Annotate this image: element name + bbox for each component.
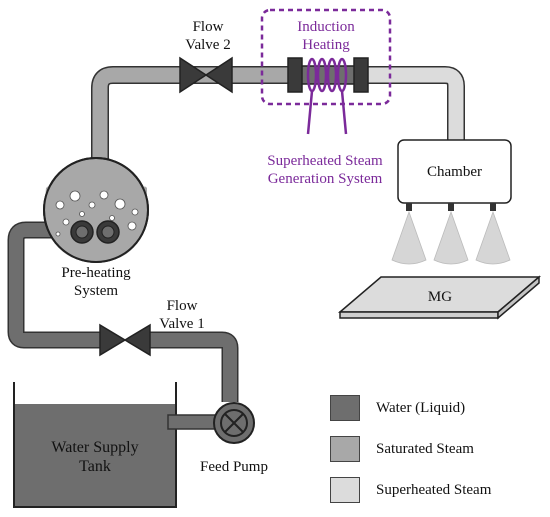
legend-label-superheated-steam: Superheated Steam (376, 481, 492, 498)
flow-valve-1-label: Flow Valve 1 (142, 297, 222, 333)
legend-swatch-superheated-steam (330, 477, 360, 503)
saturated-steam-pipe (91, 66, 290, 160)
induction-heating-outline (260, 8, 392, 106)
water-supply-tank-label-line2: Tank (79, 458, 111, 475)
water-supply-tank (13, 382, 177, 508)
flow-valve-1 (99, 323, 151, 357)
superheated-steam-generation-label-line1: Superheated Steam (267, 153, 383, 169)
induction-heating-label: Induction Heating (270, 18, 382, 54)
legend-item-saturated-steam: Saturated Steam (330, 436, 474, 462)
flow-valve-2-label-line1: Flow (192, 19, 224, 35)
liquid-pipe-pump-to-preheater (7, 221, 239, 402)
flow-valve-2-label: Flow Valve 2 (168, 18, 248, 54)
preheating-flask (43, 157, 149, 263)
legend-swatch-water (330, 395, 360, 421)
chamber (397, 139, 512, 211)
induction-heating-label-line2: Heating (302, 37, 350, 53)
superheated-steam-pipe (360, 66, 465, 140)
spray-cones (391, 210, 511, 265)
induction-heater (287, 57, 369, 135)
induction-coil-icon (306, 57, 348, 135)
legend-label-saturated-steam: Saturated Steam (376, 440, 474, 457)
superheated-steam-generation-label-line2: Generation System (267, 171, 383, 187)
superheated-steam-generation-label: Superheated Steam Generation System (240, 152, 410, 188)
liquid-pipe-tank-to-pump (167, 414, 221, 430)
flow-valve-2-label-line2: Valve 2 (185, 37, 231, 53)
heating-element-icon (70, 220, 120, 244)
legend-item-superheated-steam: Superheated Steam (330, 477, 491, 503)
legend-swatch-saturated-steam (330, 436, 360, 462)
legend-item-water: Water (Liquid) (330, 395, 465, 421)
preheating-system-label: Pre-heating System (46, 264, 146, 300)
flow-valve-1-label-line1: Flow (166, 298, 198, 314)
chamber-label: Chamber (427, 164, 482, 180)
mg-plate (337, 275, 542, 320)
flow-valve-2 (179, 56, 233, 94)
water-supply-tank-label: Water Supply Tank (30, 438, 160, 476)
water-supply-tank-label-line1: Water Supply (51, 439, 139, 456)
feed-pump (213, 402, 255, 444)
flow-valve-1-label-line2: Valve 1 (159, 316, 205, 332)
induction-heating-label-line1: Induction (297, 19, 355, 35)
preheating-system-label-line2: System (73, 283, 119, 299)
feed-pump-label: Feed Pump (200, 459, 268, 475)
legend-label-water: Water (Liquid) (376, 399, 466, 416)
preheating-system-label-line1: Pre-heating (61, 265, 131, 281)
mg-label: MG (427, 289, 453, 305)
